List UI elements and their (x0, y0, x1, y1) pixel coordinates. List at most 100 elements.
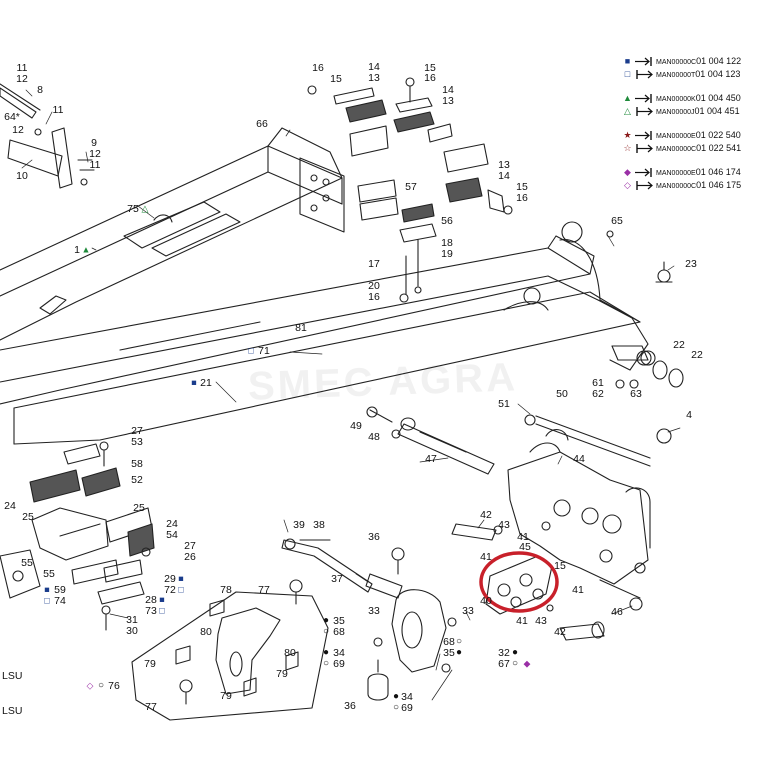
cylinder-mount (367, 547, 457, 701)
legend-serial-text: MAN00000T01 004 123 (656, 69, 740, 79)
callout-label: 52 (131, 473, 143, 486)
callout-label: 22 (673, 338, 685, 351)
callout-label: 11 (52, 103, 64, 116)
circle-open-icon: ○ (322, 626, 330, 637)
callout-label: 41 (572, 583, 584, 596)
callout-label: 19 (441, 247, 453, 260)
callout-label: 55 (21, 556, 33, 569)
callout-label: 24 (4, 499, 16, 512)
link-plates (451, 521, 554, 615)
callout-label: 17 (368, 257, 380, 270)
legend-serial-text: MAN00000J01 004 451 (656, 106, 740, 116)
callout-label: 41 (480, 550, 492, 563)
legend-serial-text: MAN00000C01 022 541 (656, 143, 741, 153)
circle-open-icon: ○ (97, 680, 105, 691)
arrow-to-bar-icon (635, 57, 652, 66)
legend-model-code: MAN00000J (656, 109, 695, 116)
legend-row: ◆MAN00000E01 046 174 (623, 167, 769, 180)
callout-label: 34 (401, 690, 413, 703)
callout-label: 39 (293, 518, 305, 531)
legend-model-code: MAN00000K (656, 96, 696, 103)
legend-serial-range: 01 046 175 (696, 180, 742, 190)
callout-label: 62 (592, 387, 604, 400)
callout-label: 80 (200, 625, 212, 638)
callout-label: 73 (145, 604, 157, 617)
legend-serial-text: MAN00000K01 004 450 (656, 93, 741, 103)
pins-right (606, 230, 684, 389)
circle-open-icon: ○ (511, 658, 519, 669)
leader-lines (21, 89, 681, 701)
square-open-icon: □ (248, 345, 254, 356)
callout-label: 59 (54, 583, 66, 596)
legend-marker-icon: ◇ (624, 180, 631, 190)
callout-label: 63 (630, 387, 642, 400)
legend-row: □MAN00000T01 004 123 (623, 69, 769, 82)
callout-label: 74 (54, 594, 66, 607)
legend-row: ▲ MAN00000K01 004 450 (623, 93, 769, 106)
callout-label: 11 (89, 158, 101, 171)
square-filled-icon: ■ (159, 594, 165, 605)
callout-label: 16 (312, 61, 324, 74)
callout-label: 71 (258, 344, 270, 357)
callout-label: 69 (401, 701, 413, 714)
arrow-from-bar-icon (636, 70, 653, 79)
callout-label: 20 (368, 279, 380, 292)
legend-row: ★MAN00000E01 022 540 (623, 130, 769, 143)
legend-model-code: MAN00000C (656, 146, 697, 153)
circle-open-icon: ○ (392, 702, 400, 713)
legend-gap (623, 82, 769, 93)
legend-marker-icon: △ (624, 106, 631, 116)
callout-label: 22 (691, 348, 703, 361)
pin-42 (559, 579, 643, 641)
callout-label: 15 (554, 559, 566, 572)
callout-label: 41 (517, 530, 529, 543)
callout-label: 36 (368, 530, 380, 543)
legend-marker-icon: ▲ (623, 93, 632, 103)
top-left-parts (0, 83, 95, 189)
plates-lower-left (71, 547, 151, 631)
callout-label: 67 (498, 657, 510, 670)
legend-serial-range: 01 046 174 (695, 167, 741, 177)
callout-label: 81 (295, 321, 307, 334)
legend-serial-text: MAN00000C01 046 175 (656, 180, 741, 190)
callout-label: 68 (333, 625, 345, 638)
legend-serial-text: MAN00000E01 046 174 (656, 167, 741, 177)
callout-label: 35 (443, 646, 455, 659)
callout-label: 12 (16, 72, 28, 85)
callout-label: 36 (344, 699, 356, 712)
callout-label: 12 (89, 147, 101, 160)
callout-label: 76 (108, 679, 120, 692)
callout-label: 57 (405, 180, 417, 193)
callout-label: 40 (480, 594, 492, 607)
callout-label: 12 (12, 123, 24, 136)
dot-filled-icon: ● (392, 691, 400, 702)
side-label-lsu: LSU (2, 670, 23, 682)
head-bracket (507, 414, 672, 585)
callout-label: 16 (424, 71, 436, 84)
callout-label: 53 (131, 435, 143, 448)
plates-middle (357, 143, 513, 303)
dot-filled-icon: ● (322, 615, 330, 626)
callout-label: 64* (4, 110, 20, 123)
callout-label: 44 (573, 452, 585, 465)
legend-serial-range: 01 022 541 (696, 143, 742, 153)
square-open-icon: □ (44, 595, 50, 606)
arrow-from-bar-icon (635, 168, 652, 177)
callout-label: 61 (592, 376, 604, 389)
star-filled-icon: ◆ (523, 658, 531, 669)
callout-label: 43 (498, 518, 510, 531)
legend-model-code: MAN00000T (656, 72, 696, 79)
callout-label: 15 (424, 61, 436, 74)
callout-label: 11 (16, 61, 28, 74)
callout-label: 31 (126, 613, 138, 626)
side-label-lsu: LSU (2, 705, 23, 717)
circle-open-icon: ○ (455, 636, 463, 647)
callout-label: 29 (164, 572, 176, 585)
callout-label: 50 (556, 387, 568, 400)
legend-model-code: MAN00000C (656, 183, 697, 190)
legend-serial-range: 01 004 123 (695, 69, 741, 79)
callout-label: 45 (519, 540, 531, 553)
callout-label: 18 (441, 236, 453, 249)
